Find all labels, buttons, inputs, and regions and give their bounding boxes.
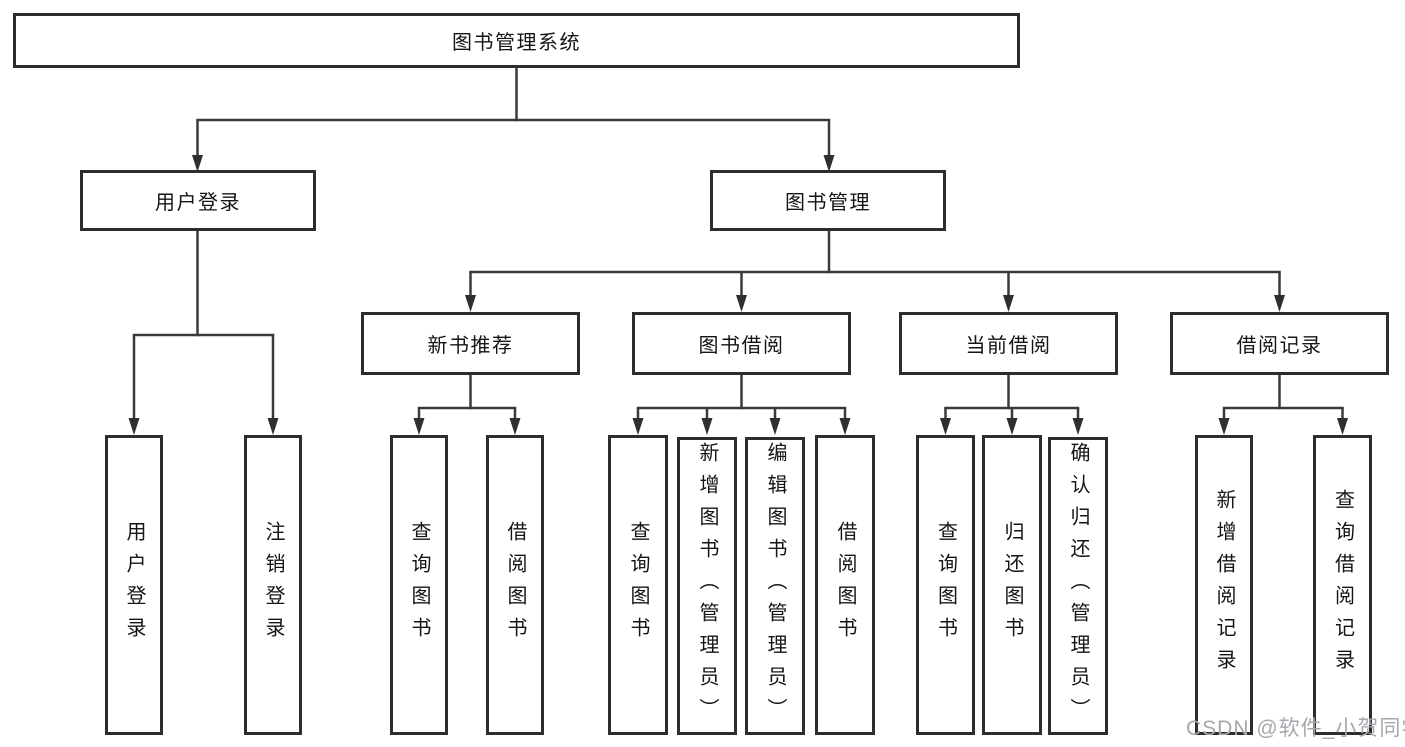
leaf-query-borrow-record: 查询借阅记录 [1313,435,1372,735]
node-label: 当前借阅 [965,335,1052,357]
node-label: 图书管理 [785,192,871,214]
node-book-management: 图书管理 [710,170,946,231]
leaf-query-books-borrowing: 查询图书 [608,435,668,735]
leaf-add-borrow-record: 新增借阅记录 [1195,435,1253,735]
connector-borrowing-records-to-leaves [1218,374,1348,435]
leaf-add-book-admin: 新增图书（管理员） [677,437,737,735]
node-label: 编辑图书（管理员） [764,442,786,730]
node-label: 查询图书 [408,521,430,649]
node-label: 新增图书（管理员） [696,442,718,730]
leaf-confirm-return-admin: 确认归还（管理员） [1048,437,1108,735]
leaf-query-books-current: 查询图书 [916,435,975,735]
watermark: CSDN @软件_小贺同学 [1186,717,1405,740]
node-label: 用户登录 [123,521,145,649]
leaf-borrow-books-borrowing: 借阅图书 [815,435,875,735]
node-label: 用户登录 [155,192,241,214]
node-label: 确认归还（管理员） [1067,442,1089,730]
node-user-login: 用户登录 [80,170,316,231]
leaf-return-books: 归还图书 [982,435,1042,735]
leaf-user-login: 用户登录 [105,435,163,735]
node-label: 图书管理系统 [452,32,581,54]
connector-user-login-to-leaves [128,230,279,435]
leaf-edit-book-admin: 编辑图书（管理员） [745,437,805,735]
leaf-query-books-recommend: 查询图书 [390,435,448,735]
node-label: 注销登录 [262,521,284,649]
node-borrowing-records: 借阅记录 [1170,312,1389,375]
node-current-borrowing: 当前借阅 [899,312,1118,375]
node-label: 图书借阅 [698,335,785,357]
node-root: 图书管理系统 [13,13,1020,68]
connector-book-management-to-level3 [465,230,1285,312]
node-label: 新书推荐 [427,335,514,357]
leaf-logout-login: 注销登录 [244,435,302,735]
connector-current-borrowing-to-leaves [940,374,1084,435]
node-book-borrowing: 图书借阅 [632,312,851,375]
node-label: 新增借阅记录 [1213,489,1235,681]
leaf-borrow-books-recommend: 借阅图书 [486,435,544,735]
node-label: 借阅记录 [1236,335,1323,357]
connector-root-to-level2 [192,68,835,172]
node-label: 借阅图书 [834,521,856,649]
node-label: 查询图书 [934,521,957,649]
node-label: 查询借阅记录 [1331,489,1354,681]
node-label: 借阅图书 [504,521,526,649]
connector-new-book-recommendation-to-leaves [413,374,521,435]
node-label: 归还图书 [1001,521,1023,649]
node-new-book-recommendation: 新书推荐 [361,312,580,375]
node-label: 查询图书 [627,521,649,649]
connector-book-borrowing-to-leaves [632,374,851,435]
